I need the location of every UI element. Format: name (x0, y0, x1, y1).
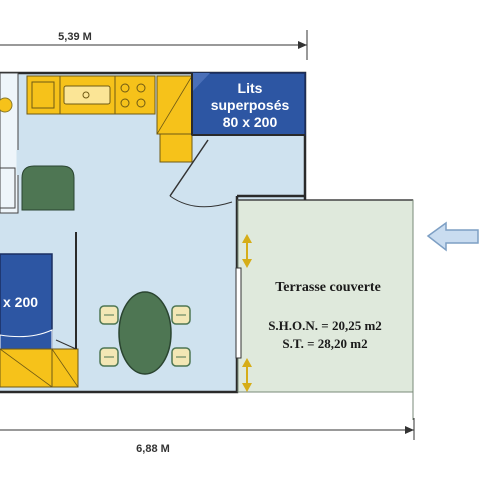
shon-area: S.H.O.N. = 20,25 m2 (268, 318, 382, 333)
hob-burner (120, 98, 130, 108)
sink (63, 85, 111, 105)
kitchen-counter (26, 75, 156, 115)
top-dimension: 5,39 M (0, 30, 308, 60)
down-arrow-icon (242, 383, 252, 392)
chair (171, 347, 191, 367)
armchair (21, 165, 75, 211)
chair (171, 305, 191, 325)
hob-burner (136, 83, 146, 93)
up-arrow-icon (242, 358, 252, 367)
bottom-dimension: 6,88 M (0, 418, 415, 455)
down-arrow-icon (242, 259, 252, 268)
sliding-door (235, 234, 252, 392)
appliances (0, 165, 75, 211)
covered-terrace: Terrasse couverte S.H.O.N. = 20,25 m2 S.… (237, 194, 414, 420)
top-dimension-label: 5,39 M (58, 31, 92, 43)
chair (99, 305, 119, 325)
bunk-bed-size: 80 x 200 (223, 114, 278, 130)
dining-table (118, 291, 172, 375)
hob-burner (120, 83, 130, 93)
entrance-arrow-icon (426, 221, 479, 252)
wardrobe (156, 75, 193, 163)
bunk-bed-room: Lits superposés 80 x 200 (191, 72, 306, 136)
up-arrow-icon (242, 234, 252, 243)
st-area: S.T. = 28,20 m2 (282, 336, 367, 351)
bunk-bed-label-line1: Lits (238, 80, 263, 96)
dining-area (99, 291, 191, 375)
hob-burner (136, 98, 146, 108)
terrace-label: Terrasse couverte (275, 280, 381, 295)
bottom-dimension-label: 6,88 M (136, 443, 170, 455)
door-swing (169, 139, 233, 208)
master-bed-size: x 200 (3, 294, 38, 310)
master-bed: x 200 (0, 232, 79, 388)
bunk-bed-label-line2: superposés (211, 97, 290, 113)
chair (99, 347, 119, 367)
